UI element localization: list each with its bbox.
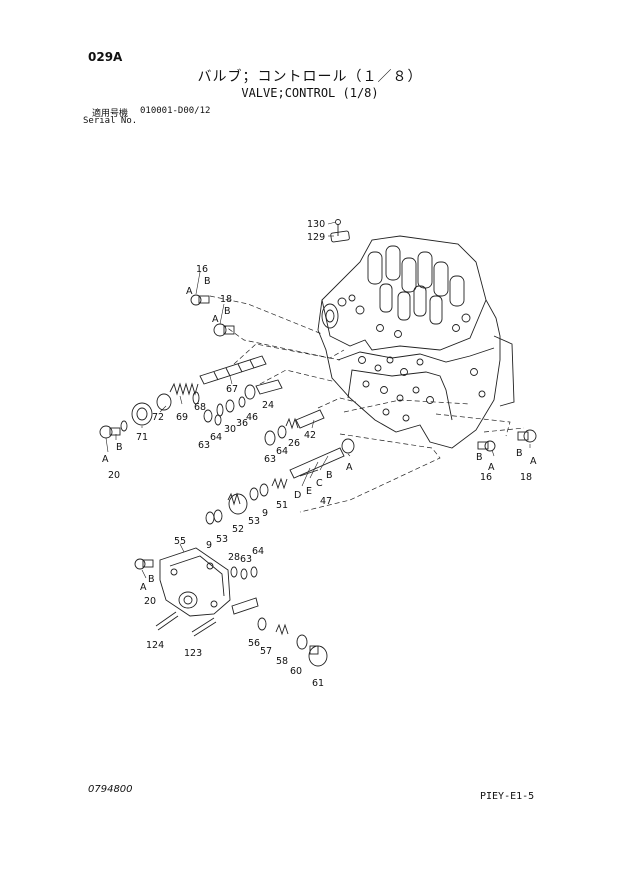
- part-label: A: [186, 286, 193, 297]
- drawing-number: 0794800: [88, 784, 133, 795]
- part-label: 124: [146, 640, 164, 651]
- part-label: 18: [220, 294, 232, 305]
- part-label: B: [326, 470, 333, 481]
- part-label: 20: [144, 596, 156, 607]
- part-label: 67: [226, 384, 238, 395]
- part-label: A: [140, 582, 147, 593]
- part-label: 61: [312, 678, 324, 689]
- part-labels: 130 129 16 B A 18 A B 67 72 69 68 24 46 …: [102, 219, 537, 689]
- part-label: 16: [480, 472, 492, 483]
- part-label: 18: [520, 472, 532, 483]
- part-label: 68: [194, 402, 206, 413]
- part-label: 57: [260, 646, 272, 657]
- part-label: 51: [276, 500, 288, 511]
- label-leaders: [105, 221, 531, 579]
- part-label: B: [116, 442, 123, 453]
- part-label: 60: [290, 666, 302, 677]
- part-label: 53: [216, 534, 228, 545]
- document-code: PIEY-E1-5: [480, 791, 535, 802]
- part-label: 28: [228, 552, 240, 563]
- spool-42-assembly: [264, 409, 325, 446]
- part-label: A: [212, 314, 219, 325]
- part-label: A: [346, 462, 353, 473]
- part-label: 53: [248, 516, 260, 527]
- serial-label-japanese: 適用号機: [92, 109, 129, 119]
- title-japanese: バルブ；コントロール（１／８）: [197, 69, 423, 85]
- part-label: 55: [174, 536, 186, 547]
- part-label: 26: [288, 438, 300, 449]
- part-label: 9: [206, 540, 212, 551]
- part-label: C: [316, 478, 323, 489]
- part-label: 130: [307, 219, 325, 230]
- part-label: B: [204, 276, 211, 287]
- part-label: D: [294, 490, 301, 501]
- part-label: 64: [276, 446, 288, 457]
- cover-55-assembly: [134, 547, 328, 667]
- part-label: 58: [276, 656, 288, 667]
- part-label: B: [476, 452, 483, 463]
- part-label: 63: [198, 440, 210, 451]
- part-label: 46: [246, 412, 258, 423]
- part-label: A: [488, 462, 495, 473]
- part-label: 36: [236, 418, 248, 429]
- part-label: 56: [248, 638, 260, 649]
- part-label: 63: [264, 454, 276, 465]
- part-label: B: [148, 574, 155, 585]
- part-label: B: [516, 448, 523, 459]
- part-label: B: [224, 306, 231, 317]
- part-label: 71: [136, 432, 148, 443]
- part-label: E: [306, 486, 312, 497]
- part-label: 64: [252, 546, 264, 557]
- part-label: 20: [108, 470, 120, 481]
- valve-body: [317, 219, 515, 449]
- part-label: 72: [152, 412, 164, 423]
- part-label: 52: [232, 524, 244, 535]
- part-label: 47: [320, 496, 332, 507]
- spool-47-assembly: [205, 438, 355, 525]
- part-label: 129: [307, 232, 325, 243]
- part-label: 9: [262, 508, 268, 519]
- right-plugs: [477, 429, 537, 452]
- title-english: VALVE;CONTROL (1/8): [241, 86, 379, 100]
- part-label: 24: [262, 400, 274, 411]
- part-label: 123: [184, 648, 202, 659]
- dashed-leaders: [209, 295, 525, 513]
- part-label: 16: [196, 264, 208, 275]
- part-label: 69: [176, 412, 188, 423]
- part-label: 64: [210, 432, 222, 443]
- page-code: 029A: [88, 50, 123, 64]
- part-label: A: [102, 454, 109, 465]
- serial-label-english: Serial No.: [83, 116, 138, 126]
- part-label: 30: [224, 424, 236, 435]
- part-label: A: [530, 456, 537, 467]
- spool-67-assembly: [99, 294, 283, 439]
- serial-range: 010001-D00/12: [140, 106, 211, 116]
- part-label: 42: [304, 430, 316, 441]
- part-label: 63: [240, 554, 252, 565]
